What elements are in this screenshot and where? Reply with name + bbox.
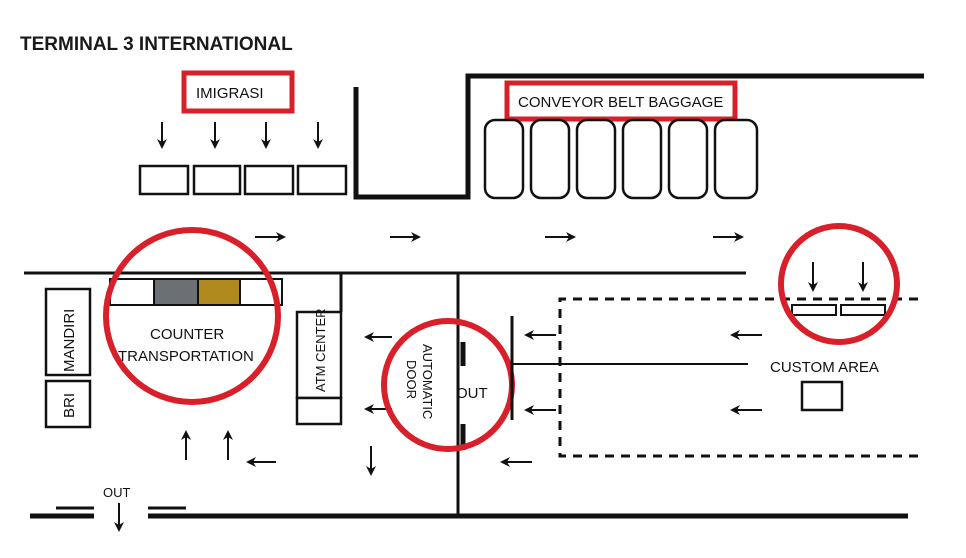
automatic-door-highlight [381, 318, 515, 452]
custom-area-label: CUSTOM AREA [770, 359, 879, 376]
conveyor-belt [713, 118, 759, 200]
conveyor-belts [483, 118, 759, 200]
mandiri-counter [44, 287, 92, 377]
counter-highlight [103, 227, 281, 405]
custom-area-boundary [558, 297, 918, 458]
atm-center [295, 310, 343, 400]
automatic-door-label-line1: AUTOMATIC [420, 344, 435, 419]
customs-highlight [778, 223, 900, 345]
bri-counter [44, 379, 92, 429]
conveyor-highlight [504, 80, 738, 122]
customs-booth [840, 304, 886, 316]
counter-slot-gray [153, 278, 199, 306]
door-out-label: OUT [456, 385, 488, 402]
counter-label-line1: COUNTER [150, 326, 224, 343]
map-title: TERMINAL 3 INTERNATIONAL [20, 34, 293, 55]
conveyor-label: CONVEYOR BELT BAGGAGE [518, 94, 723, 111]
immigration-arrows [157, 122, 323, 149]
counter-slot [109, 278, 155, 306]
automatic-door-label-line2: DOOR [404, 360, 419, 399]
conveyor-belt [529, 118, 571, 200]
conveyor-belt [483, 118, 525, 200]
atm-lower-box [295, 396, 343, 426]
immigration-booth [243, 164, 295, 196]
atm-label: ATM CENTER [313, 308, 328, 392]
custom-desk [800, 380, 844, 412]
counter-label-line2: TRANSPORTATION [118, 348, 254, 365]
customs-booth [791, 304, 837, 316]
conveyor-belt [667, 118, 709, 200]
transport-counter [109, 278, 283, 306]
bri-label: BRI [61, 393, 78, 418]
immigration-highlight [181, 70, 295, 114]
immigration-label: IMIGRASI [196, 85, 264, 102]
mandiri-label: MANDIRI [61, 309, 78, 372]
immigration-booth [192, 164, 242, 196]
immigration-booth [138, 164, 190, 196]
conveyor-belt [575, 118, 617, 200]
baggage-hall-wall [353, 73, 924, 200]
immigration-booths [138, 164, 348, 196]
counter-slot-gold [197, 278, 241, 306]
immigration-booth [296, 164, 348, 196]
conveyor-belt [621, 118, 663, 200]
exit-out-label: OUT [103, 485, 131, 500]
